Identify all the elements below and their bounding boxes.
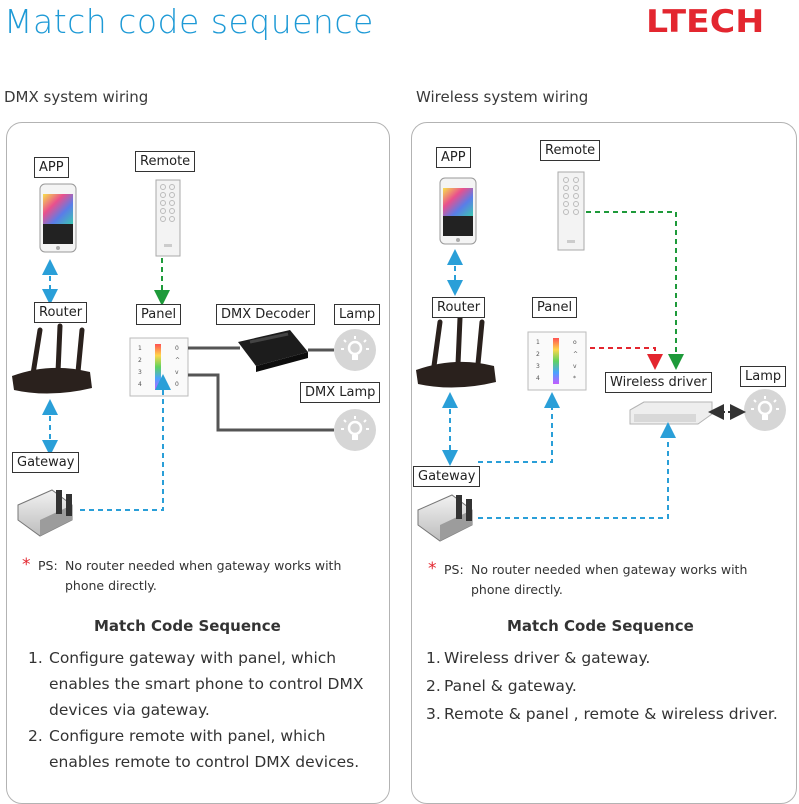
wireless-steps-list: 1. Wireless driver & gateway. 2. Panel &…	[426, 645, 786, 727]
wireless-gateway-icon	[417, 494, 473, 542]
list-item: 1. Wireless driver & gateway.	[426, 649, 651, 667]
svg-text:v: v	[573, 363, 577, 370]
dmx-app-label: APP	[34, 157, 69, 178]
wireless-lamp-icon	[744, 389, 786, 431]
dmx-remote-label: Remote	[135, 151, 196, 172]
svg-text:*: *	[573, 375, 576, 382]
asterisk-icon: *	[428, 559, 437, 579]
list-item: 2. Configure remote with panel, which en…	[28, 727, 360, 771]
list-item: 2. Panel & gateway.	[426, 677, 577, 695]
dmx-gateway-panel-link	[80, 374, 171, 511]
list-item: 3. Remote & panel , remote & wireless dr…	[426, 705, 778, 723]
wireless-remote-icon	[557, 171, 585, 251]
dmx-panel-label: Panel	[136, 304, 182, 325]
dmx-sequence-heading: Match Code Sequence	[94, 617, 281, 635]
wireless-ps-note: * PS: No router needed when gateway work…	[428, 559, 784, 600]
svg-text:1: 1	[536, 339, 540, 346]
wireless-panel-driver-link	[590, 347, 663, 370]
wireless-ps-text: No router needed when gateway works with…	[471, 562, 748, 597]
dmx-ps-note: * PS: No router needed when gateway work…	[22, 555, 378, 596]
wireless-panel-label: Panel	[532, 297, 578, 318]
wiring-diagram: 1 2 3 4 0 ^ v 0	[12, 171, 786, 542]
wireless-sequence-heading: Match Code Sequence	[507, 617, 694, 635]
wireless-gateway-label: Gateway	[413, 466, 481, 487]
dmx-ps-prefix: PS:	[38, 558, 58, 573]
wireless-section-title: Wireless system wiring	[416, 88, 589, 106]
brand-logo: LTECH	[646, 4, 765, 40]
svg-text:3: 3	[536, 363, 540, 370]
wireless-remote-label: Remote	[540, 140, 601, 161]
dmx-gateway-icon	[17, 489, 73, 537]
wireless-router-icon	[416, 315, 496, 388]
dmx-decoder-icon	[238, 330, 308, 372]
wireless-gateway-panel-link	[478, 392, 560, 463]
svg-text:0: 0	[175, 345, 179, 352]
dmx-decoder-label: DMX Decoder	[216, 304, 315, 325]
wireless-phone-icon	[439, 177, 477, 245]
wireless-driver-label: Wireless driver	[605, 372, 712, 393]
dmx-gateway-label: Gateway	[12, 452, 80, 473]
svg-text:2: 2	[536, 351, 540, 358]
svg-text:o: o	[573, 339, 577, 346]
wireless-ps-prefix: PS:	[444, 562, 464, 577]
svg-text:0: 0	[175, 381, 179, 388]
svg-text:1: 1	[138, 345, 142, 352]
dmx-panel-dmxlamp-wire	[188, 373, 334, 432]
dmx-router-label: Router	[34, 302, 88, 323]
svg-text:2: 2	[138, 357, 142, 364]
wireless-app-label: APP	[436, 147, 471, 168]
wireless-remote-driver-link	[586, 211, 684, 370]
wireless-gateway-driver-link	[478, 422, 676, 519]
dmx-ps-text: No router needed when gateway works with…	[65, 558, 342, 593]
dmx-lamp-2-icon	[334, 409, 376, 451]
svg-text:3: 3	[138, 369, 142, 376]
asterisk-icon: *	[22, 555, 31, 575]
wireless-lamp-label: Lamp	[740, 366, 787, 387]
wireless-router-label: Router	[432, 297, 486, 318]
page-title: Match code sequence	[4, 2, 374, 41]
svg-text:^: ^	[175, 357, 180, 364]
wireless-panel-icon: 1 2 3 4 o ^ v *	[527, 331, 587, 391]
dmx-steps-list: 1. Configure gateway with panel, which e…	[28, 645, 383, 775]
dmx-lamp2-label: DMX Lamp	[300, 382, 381, 403]
dmx-section-title: DMX system wiring	[4, 88, 149, 106]
dmx-router-icon	[12, 323, 92, 394]
svg-text:4: 4	[536, 375, 540, 382]
dmx-lamp-label: Lamp	[334, 304, 381, 325]
dmx-remote-icon	[155, 179, 181, 257]
dmx-phone-icon	[39, 183, 77, 253]
dmx-panel-icon: 1 2 3 4 0 ^ v 0	[129, 337, 189, 397]
svg-text:4: 4	[138, 381, 142, 388]
svg-text:^: ^	[573, 351, 578, 358]
wireless-driver-icon	[629, 401, 713, 425]
list-item: 1. Configure gateway with panel, which e…	[28, 649, 364, 719]
svg-text:v: v	[175, 369, 179, 376]
dmx-lamp-icon	[334, 329, 376, 371]
